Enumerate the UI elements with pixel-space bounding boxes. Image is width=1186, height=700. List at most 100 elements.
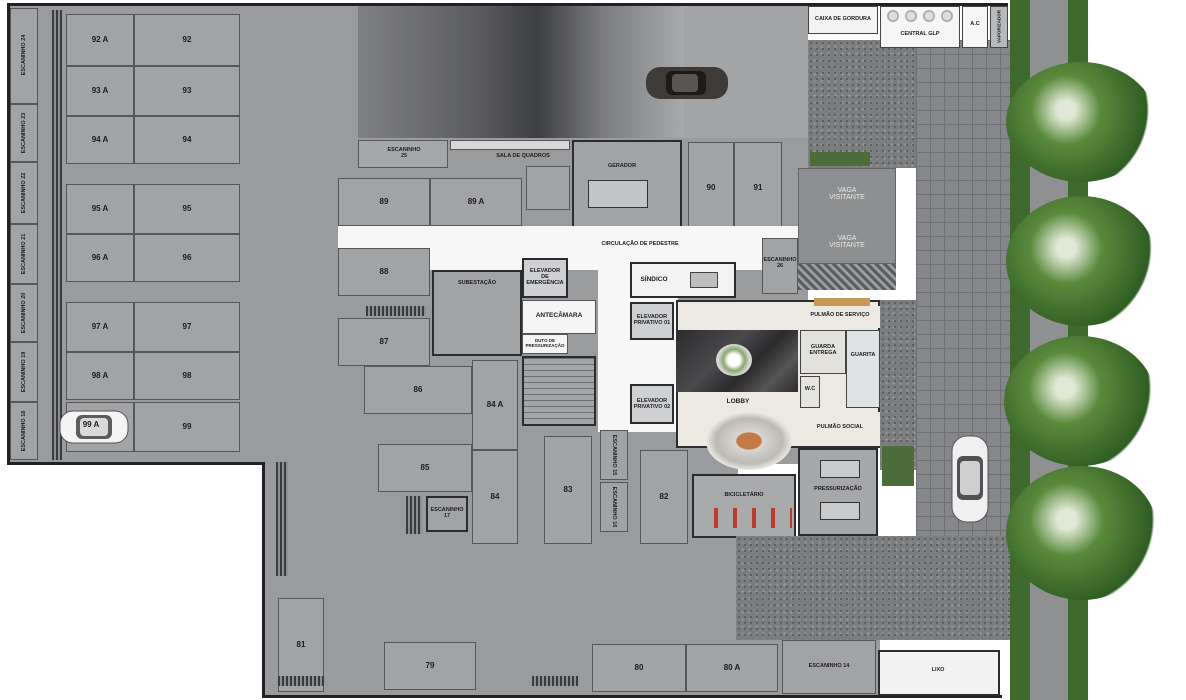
locker-26-label: ESCANINHO 26 [763,257,797,269]
sala-quadros-strip [450,140,570,150]
spot-93 [134,66,240,116]
wc-room [800,376,820,408]
drain-grate-bottom [278,676,324,686]
spot-89-label: 89 [379,196,389,206]
locker-19 [10,342,38,402]
bench [814,298,870,306]
spot-92a-label: 92 A [91,34,109,44]
elevador-privativo-02-label: ELEVADOR PRIVATIVO 02 [633,398,671,410]
vaga-visitante-1-label: VAGA VISITANTE [829,186,865,201]
spot-82 [640,450,688,544]
outer-wall-bottom [262,695,1002,698]
pulmao-servico-label: PULMÃO DE SERVIÇO [810,312,870,319]
spot-88 [338,248,430,296]
central-glp-label: CENTRAL GLP [900,31,940,38]
planter-top [810,152,870,166]
planter-mid [882,446,914,486]
spot-90-label: 90 [706,182,716,192]
vaporizador-room [990,6,1008,48]
circulacao-label: CIRCULAÇÃO DE PEDESTRE [601,241,679,248]
elevador-privativo-01-label: ELEVADOR PRIVATIVO 01 [633,314,671,326]
spot-79 [384,642,476,690]
locker-16 [600,482,628,532]
spot-96-label: 96 [182,252,192,262]
elevador-privativo-02 [630,384,674,424]
spot-80 [592,644,686,692]
locker-14-label: ESCANINHO 14 [808,663,850,670]
locker-25 [358,140,448,168]
outer-wall-left-lower [262,462,265,698]
spot-87-label: 87 [379,336,389,346]
spot-99-label: 99 [182,421,192,431]
guarda-entrega-label: GUARDA ENTREGA [809,344,837,356]
spot-92a [66,14,134,66]
locker-20 [10,284,38,342]
gerador-label: GERADOR [607,163,637,170]
bicicletario-room [692,474,796,538]
locker-18 [10,402,38,460]
spot-98-label: 98 [182,370,192,380]
duto-label: DUTO DE PRESSURIZAÇÃO [525,338,565,348]
spot-88-label: 88 [379,266,389,276]
tree-3 [1004,336,1156,466]
outer-wall-left-bottom [7,462,265,465]
spot-93a-label: 93 A [91,85,109,95]
spot-80a [686,644,778,692]
spot-95-label: 95 [182,203,192,213]
pressurizacao-unit-1 [820,460,860,478]
locker-23 [10,104,38,162]
locker-24 [10,8,38,104]
locker-23-label: ESCANINHO 23 [21,112,27,154]
antecamara-room [522,300,596,334]
spot-89 [338,178,430,226]
spot-94a-label: 94 A [91,134,109,144]
spot-98a-label: 98 A [91,370,109,380]
lobby-label: LOBBY [726,397,750,405]
small-room-near-89a [526,166,570,210]
spot-80-label: 80 [634,662,644,672]
spot-93a [66,66,134,116]
locker-24-label: ESCANINHO 24 [21,34,27,76]
spot-97 [134,302,240,352]
spot-84 [472,450,518,544]
spot-96a [66,234,134,282]
spot-94a [66,116,134,164]
locker-19-label: ESCANINHO 19 [21,351,27,393]
vaga-visitante-2-label: VAGA VISITANTE [829,234,865,249]
caixa-gordura-label: CAIXA DE GORDURA [814,16,872,23]
car-white-left-icon [59,410,129,444]
locker-16-label: ESCANINHO 16 [611,486,617,528]
locker-15-label: ESCANINHO 15 [611,434,617,476]
pulmao-social-label: PULMÃO SOCIAL [816,424,864,431]
spot-98 [134,352,240,400]
spot-96a-label: 96 A [91,252,109,262]
lobby-plant [716,344,752,376]
drain-grate-mid [366,306,426,316]
subestacao-label: SUBESTAÇÃO [457,280,497,287]
spot-97-label: 97 [182,321,192,331]
vaporizador-label: VAPORIZADOR [996,10,1002,43]
pressurizacao-label: PRESSURIZAÇÃO [814,486,862,493]
spot-94 [134,116,240,164]
drain-grate-bottom-mid [532,676,578,686]
locker-22 [10,162,38,224]
locker-26 [762,238,798,294]
drain-grate-lower-left [276,462,288,576]
duto-room [522,334,568,354]
spot-95 [134,184,240,234]
locker-21 [10,224,38,284]
spot-86-label: 86 [413,384,423,394]
locker-14 [782,640,876,694]
gravel-area-mid [880,300,916,470]
spot-81-label: 81 [296,639,306,649]
sindico-label: SÍNDICO [640,275,668,283]
gas-tanks [884,8,956,24]
sindico-desk [690,272,718,288]
pressurizacao-unit-2 [820,502,860,520]
guarita-label: GUARITA [850,352,876,359]
spot-80a-label: 80 A [723,662,741,672]
spot-82-label: 82 [659,491,669,501]
locker-18-label: ESCANINHO 18 [21,410,27,452]
drain-grate-left [52,10,62,460]
